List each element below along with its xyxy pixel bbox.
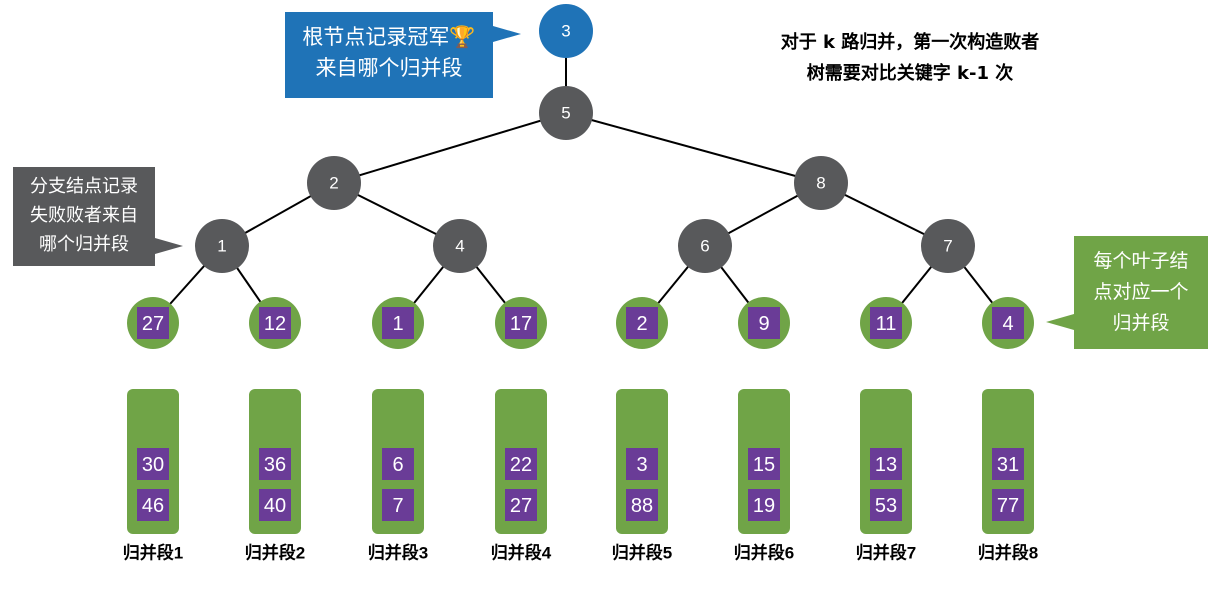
root-callout: 根节点记录冠军🏆 来自哪个归并段: [285, 12, 493, 98]
segment-key-box: [870, 489, 902, 521]
tree-node-label: 2: [329, 174, 338, 193]
tree-node-label: 5: [561, 104, 570, 123]
segment-key-box: [992, 489, 1024, 521]
segment-key-box: [626, 448, 658, 480]
edge: [565, 112, 822, 184]
segment-key-box: [137, 489, 169, 521]
merge-segments: 30 46 归并段1 36 40 归并段2 6 7 归并段3 22 27 归并段4 3 88 归并段5 15 1…: [123, 389, 1038, 563]
leaf-key-label: 1: [392, 313, 403, 335]
segment-key-box: [505, 489, 537, 521]
root-callout-line1: 根节点记录冠军🏆: [302, 25, 476, 49]
tree-node-label: 1: [217, 237, 226, 256]
leaf-key-box: [137, 307, 169, 339]
tree-node: [195, 219, 249, 273]
leaf-key-label: 12: [264, 313, 286, 335]
tree-node: [678, 219, 732, 273]
tree-node-label: 6: [700, 237, 709, 256]
branch-callout: 分支结点记录 失败败者来自 哪个归并段: [13, 167, 155, 266]
segment-label: 归并段1: [123, 543, 183, 563]
leaf-callout-line2: 点对应一个: [1093, 281, 1189, 303]
leaf-key-box: [992, 307, 1024, 339]
tree-node: [433, 219, 487, 273]
segment-key-label: 19: [753, 495, 775, 517]
segment-key-box: [259, 448, 291, 480]
branch-callout-pointer: [155, 238, 183, 254]
segment-key-label: 6: [392, 454, 403, 476]
segment-key-label: 15: [753, 454, 775, 476]
leaf-key-label: 11: [876, 313, 897, 335]
segment-key-box: [382, 448, 414, 480]
tree-node-label: 7: [943, 237, 952, 256]
segment-key-label: 46: [142, 495, 164, 517]
tree-node: [307, 156, 361, 210]
segment-key-box: [748, 489, 780, 521]
segment-label: 归并段6: [734, 543, 794, 563]
leaf-callout-line1: 每个叶子结: [1093, 250, 1189, 272]
leaf-key-label: 17: [510, 313, 532, 335]
segment-key-box: [748, 448, 780, 480]
segment-key-label: 40: [264, 495, 286, 517]
leaf-key-box: [870, 307, 902, 339]
leaf-key-box: [626, 307, 658, 339]
leaf-key-label: 27: [142, 313, 164, 335]
segment-label: 归并段4: [491, 543, 552, 563]
segment-key-label: 7: [392, 495, 403, 517]
segment-key-label: 88: [631, 495, 653, 517]
root-callout-pointer: [493, 26, 521, 42]
leaf-key-label: 4: [1002, 313, 1013, 335]
segment-key-label: 3: [636, 454, 647, 476]
leaf-key-label: 9: [758, 313, 769, 335]
segment-key-box: [992, 448, 1024, 480]
segment-key-label: 27: [510, 495, 532, 517]
branch-callout-line1: 分支结点记录: [30, 176, 138, 197]
segment-label: 归并段8: [978, 543, 1038, 563]
leaf-callout: 每个叶子结 点对应一个 归并段: [1074, 236, 1208, 349]
leaf-callout-line3: 归并段: [1112, 312, 1170, 334]
tree-node-label: 8: [816, 174, 825, 193]
tree-node: [921, 219, 975, 273]
tree-leaves: 27 12 1 17 2 9 11 4: [127, 297, 1034, 349]
segment-label: 归并段3: [368, 543, 428, 563]
comparison-note: 对于 k 路归并，第一次构造败者 树需要对比关键字 k-1 次: [700, 27, 1120, 89]
comparison-note-line2: 树需要对比关键字 k-1 次: [806, 63, 1014, 84]
segment-key-label: 13: [875, 454, 897, 476]
leaf-key-box: [259, 307, 291, 339]
edge: [333, 112, 567, 184]
segment-label: 归并段5: [612, 543, 672, 563]
root-node-label: 3: [561, 22, 570, 41]
root-node: [539, 4, 593, 58]
leaf-key-box: [505, 307, 537, 339]
leaf-key-box: [382, 307, 414, 339]
segment-key-label: 31: [997, 454, 1019, 476]
branch-callout-line2: 失败败者来自: [30, 205, 138, 226]
segment-key-label: 36: [264, 454, 286, 476]
segment-key-box: [870, 448, 902, 480]
segment-key-box: [505, 448, 537, 480]
segment-key-label: 77: [997, 495, 1019, 517]
root-callout-line2: 来自哪个归并段: [315, 56, 463, 80]
tree-node-label: 4: [455, 237, 464, 256]
comparison-note-line1: 对于 k 路归并，第一次构造败者: [780, 32, 1040, 53]
segment-key-box: [259, 489, 291, 521]
segment-key-box: [382, 489, 414, 521]
branch-callout-line3: 哪个归并段: [39, 234, 129, 255]
leaf-callout-pointer: [1046, 314, 1074, 330]
segment-key-label: 30: [142, 454, 164, 476]
segment-label: 归并段7: [856, 543, 916, 563]
tree-node: [794, 156, 848, 210]
segment-key-box: [626, 489, 658, 521]
leaf-key-label: 2: [636, 313, 647, 335]
segment-label: 归并段2: [245, 543, 305, 563]
segment-key-label: 22: [510, 454, 532, 476]
leaf-key-box: [748, 307, 780, 339]
segment-key-box: [137, 448, 169, 480]
segment-key-label: 53: [875, 495, 897, 517]
tree-node: [539, 86, 593, 140]
